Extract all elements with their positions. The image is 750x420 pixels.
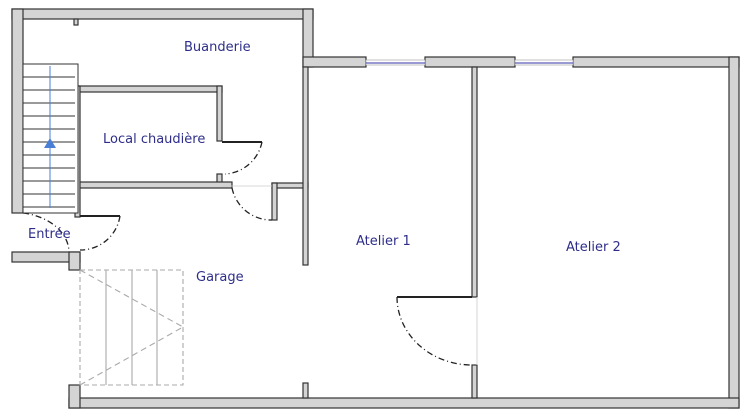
outer-walls bbox=[11, 8, 740, 409]
windows bbox=[365, 59, 574, 66]
room-label-entree: Entrée bbox=[28, 227, 71, 242]
room-label-garage: Garage bbox=[196, 270, 244, 285]
interior-walls bbox=[74, 66, 478, 399]
staircase bbox=[22, 63, 79, 214]
garage-stairs bbox=[79, 269, 185, 386]
room-label-atelier-2: Atelier 2 bbox=[566, 240, 621, 255]
doors bbox=[22, 141, 478, 366]
room-label-atelier-1: Atelier 1 bbox=[356, 234, 411, 249]
stair-arrow-icon bbox=[44, 138, 56, 148]
room-label-buanderie: Buanderie bbox=[184, 40, 251, 55]
room-label-local-chaudiere: Local chaudière bbox=[103, 132, 206, 147]
